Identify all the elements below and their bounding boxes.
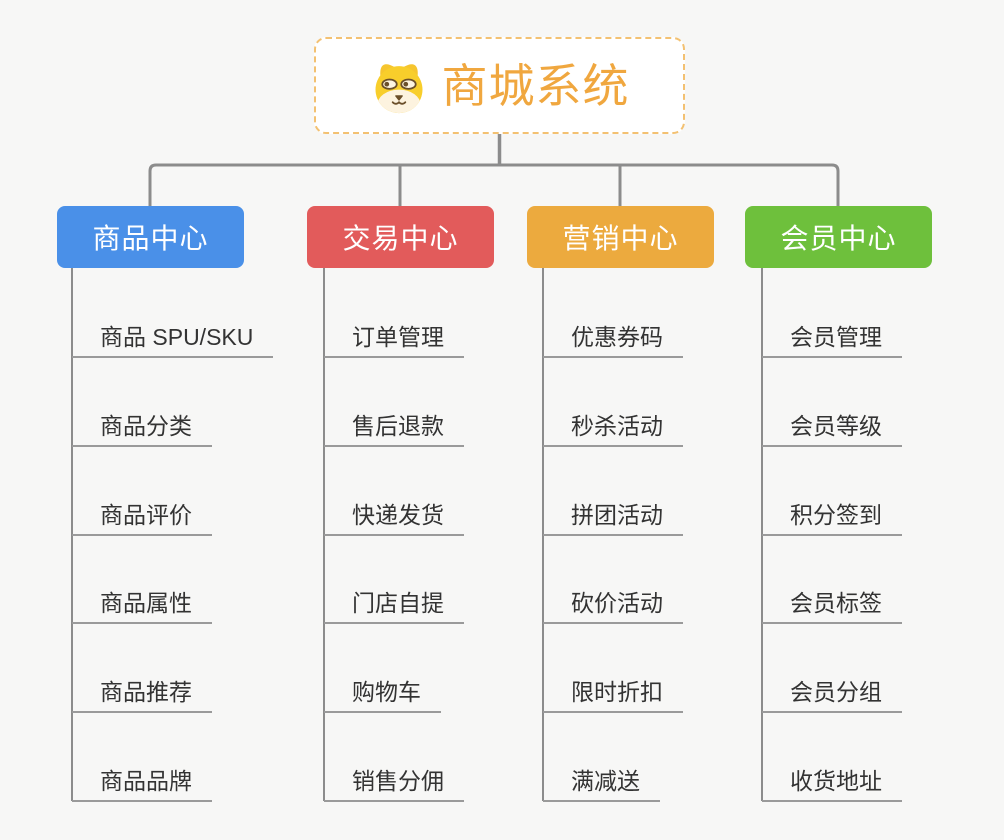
branch-label: 交易中心	[342, 223, 459, 254]
leaf-node[interactable]: 秒杀活动	[543, 412, 683, 447]
leaf-node[interactable]: 积分签到	[762, 501, 902, 536]
leaf-node[interactable]: 会员管理	[762, 323, 902, 358]
doge-face-icon	[375, 63, 422, 113]
branch-label: 商品中心	[92, 223, 209, 254]
leaf-node[interactable]: 快递发货	[324, 501, 464, 536]
leaf-node[interactable]: 商品分类	[72, 412, 212, 447]
branch-marketing-center[interactable]: 营销中心	[527, 206, 714, 268]
leaf-node[interactable]: 拼团活动	[543, 501, 683, 536]
leaf-node[interactable]: 会员等级	[762, 412, 902, 447]
leaf-node[interactable]: 会员分组	[762, 678, 902, 713]
branch-label: 会员中心	[780, 223, 897, 254]
root-node-label: 商城系统	[441, 59, 630, 112]
leaf-node[interactable]: 商品属性	[72, 589, 212, 624]
leaf-node[interactable]: 销售分佣	[324, 767, 464, 802]
branch-product-center[interactable]: 商品中心	[57, 206, 244, 268]
root-node[interactable]: 商城系统	[314, 37, 685, 134]
leaf-node[interactable]: 会员标签	[762, 589, 902, 624]
leaf-node[interactable]: 售后退款	[324, 412, 464, 447]
branch-member-center[interactable]: 会员中心	[745, 206, 932, 268]
leaf-node[interactable]: 满减送	[543, 767, 660, 802]
leaf-node[interactable]: 门店自提	[324, 589, 464, 624]
leaf-node[interactable]: 商品 SPU/SKU	[72, 323, 274, 358]
leaf-node[interactable]: 收货地址	[762, 767, 902, 802]
leaf-node[interactable]: 优惠券码	[543, 323, 683, 358]
leaf-node[interactable]: 购物车	[324, 678, 441, 713]
branch-trade-center[interactable]: 交易中心	[307, 206, 494, 268]
leaf-node[interactable]: 订单管理	[324, 323, 464, 358]
leaf-node[interactable]: 商品品牌	[72, 767, 212, 802]
leaf-node[interactable]: 限时折扣	[543, 678, 683, 713]
branch-label: 营销中心	[562, 223, 679, 254]
leaf-node[interactable]: 商品评价	[72, 501, 212, 536]
leaf-node[interactable]: 砍价活动	[543, 589, 683, 624]
leaf-node[interactable]: 商品推荐	[72, 678, 212, 713]
